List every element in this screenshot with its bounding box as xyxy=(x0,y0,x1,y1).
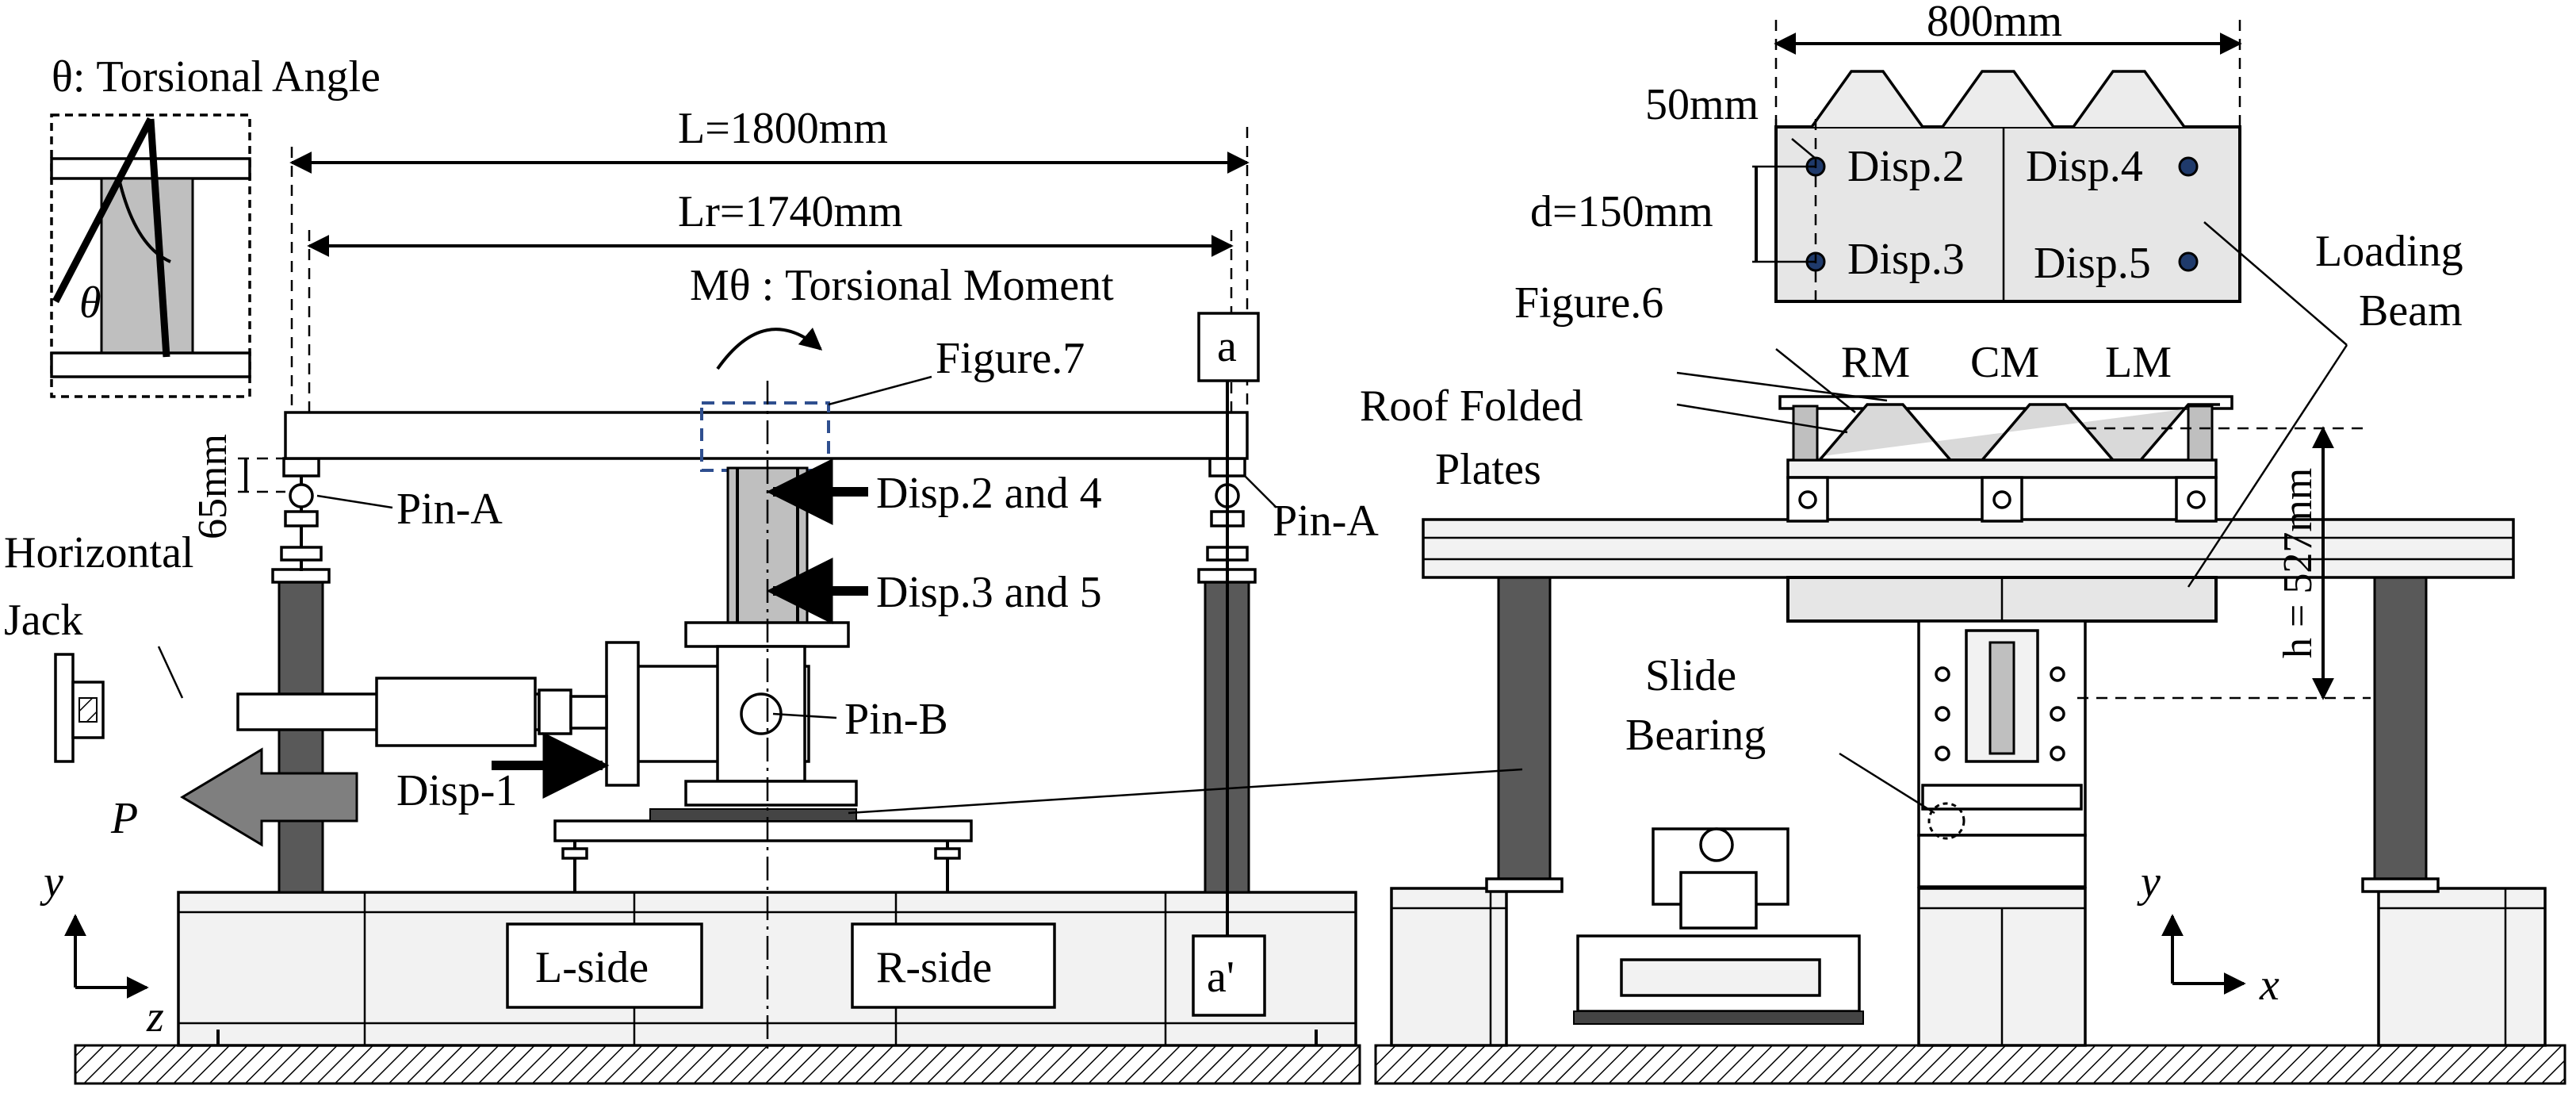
dim-d-label: d=150mm xyxy=(1530,187,1713,236)
right-view-column-left xyxy=(1497,576,1552,890)
r-side-box xyxy=(851,922,1056,1009)
dim-50-label: 50mm xyxy=(1645,80,1759,129)
disp2-label: Disp.2 xyxy=(1847,142,1965,191)
disp4-label: Disp.4 xyxy=(2026,142,2143,191)
pin-b-label: Pin-B xyxy=(844,695,948,744)
roof-folded-plates-elevation xyxy=(1792,403,2220,462)
roof-folded-plates-label-1: Roof Folded xyxy=(1360,382,1583,431)
loading-beam-left-view xyxy=(284,411,1249,460)
torsional-angle-inset xyxy=(50,113,251,398)
disp35-label: Disp.3 and 5 xyxy=(876,568,1102,617)
pin-a-left-label: Pin-A xyxy=(396,485,503,534)
right-view-column-right xyxy=(2373,576,2428,890)
span-Lr-label: Lr=1740mm xyxy=(678,187,903,236)
figure6-label: Figure.6 xyxy=(1514,278,1663,328)
theta-symbol: θ xyxy=(79,278,101,328)
disp3-label: Disp.3 xyxy=(1847,235,1965,284)
width-800-label: 800mm xyxy=(1927,0,2062,46)
slide-bearing-detail xyxy=(1573,827,1864,1025)
support-stacks xyxy=(1786,476,2218,523)
section-a-text: a xyxy=(1217,322,1237,371)
rm-label: RM xyxy=(1841,338,1910,387)
slide-table xyxy=(553,819,973,842)
pin-a-left-assembly xyxy=(280,457,323,571)
load-p-arrow xyxy=(180,747,358,847)
torsional-moment-arrow xyxy=(716,327,823,370)
height-h-label: h = 527mm xyxy=(2276,468,2321,658)
section-a-box xyxy=(1197,312,1260,382)
slide-bearing-label-2: Bearing xyxy=(1625,711,1766,760)
loading-beam-right-view xyxy=(1422,518,2515,579)
horizontal-jack-label-1: Horizontal xyxy=(4,528,193,577)
disp5-label: Disp.5 xyxy=(2034,239,2151,288)
l-side-label: L-side xyxy=(535,943,649,992)
axis-z-left-label: z xyxy=(146,992,164,1041)
pin-a-right-label: Pin-A xyxy=(1273,497,1379,546)
axis-y-left-label: y xyxy=(40,857,63,907)
load-p-label: P xyxy=(110,794,138,843)
r-side-label: R-side xyxy=(876,943,992,992)
disp24-label: Disp.2 and 4 xyxy=(876,469,1102,518)
l-side-box xyxy=(506,922,703,1009)
section-a-prime-text: a' xyxy=(1207,953,1234,1002)
plan-view-inset xyxy=(1752,20,2242,303)
loading-beam-label-1: Loading xyxy=(2315,227,2463,276)
roof-folded-plates-label-2: Plates xyxy=(1435,445,1541,494)
torsional-moment-label: Mθ : Torsional Moment xyxy=(690,261,1114,310)
left-view: θ: Torsional Angle θ L=1800mm Lr=1740mm … xyxy=(4,52,1379,1085)
axis-x-right-label: x xyxy=(2259,961,2279,1010)
cm-label: CM xyxy=(1970,338,2039,387)
span-L-label: L=1800mm xyxy=(678,104,888,153)
horizontal-jack-label-2: Jack xyxy=(4,596,83,645)
left-column xyxy=(278,570,324,894)
right-view: 800mm 50mm d=150mm Disp.2 Disp.3 Disp.4 … xyxy=(848,0,2566,1085)
section-a-prime-box xyxy=(1192,934,1266,1017)
ground-left xyxy=(74,1044,1361,1085)
torsional-angle-label: θ: Torsional Angle xyxy=(52,52,381,102)
disp1-label: Disp-1 xyxy=(396,766,517,815)
ground-right xyxy=(1374,1044,2566,1085)
axis-y-right-label: y xyxy=(2137,857,2161,907)
horizontal-jack xyxy=(54,653,608,763)
lm-label: LM xyxy=(2105,338,2172,387)
figure7-label: Figure.7 xyxy=(936,334,1085,383)
slide-bearing-label-1: Slide xyxy=(1645,651,1736,700)
dim-65-label: 65mm xyxy=(190,434,235,539)
pin-b-block xyxy=(605,641,858,807)
loading-beam-label-2: Beam xyxy=(2359,286,2463,336)
